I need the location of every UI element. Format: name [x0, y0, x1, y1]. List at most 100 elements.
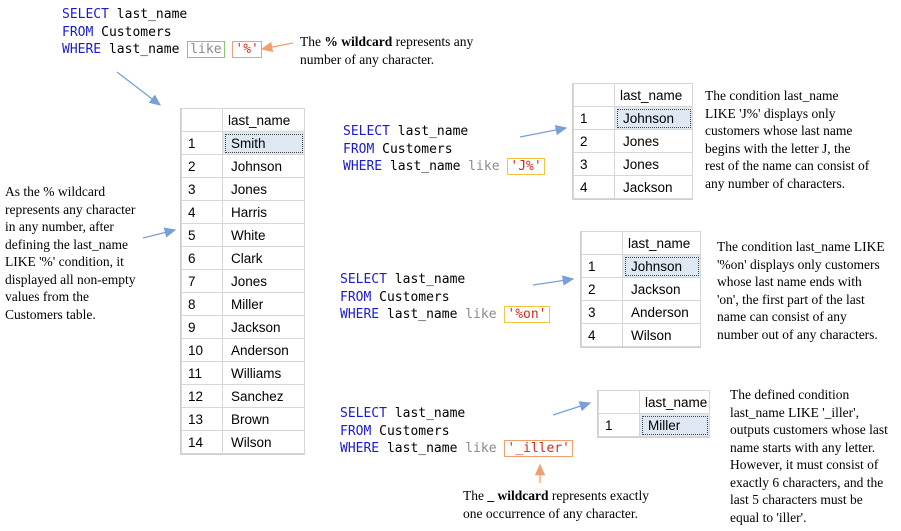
kw-from: FROM	[340, 289, 372, 305]
note-underscore-wildcard: The _ wildcard represents exactly one oc…	[463, 487, 649, 522]
kw-from: FROM	[340, 423, 372, 439]
note-line: exactly 6 characters, and the	[730, 474, 884, 490]
note-line: The condition last_name LIKE	[717, 239, 885, 254]
arrow-q2-to-grid	[519, 124, 568, 138]
cell-last-name[interactable]: Johnson	[622, 254, 701, 278]
column-header-last-name: last_name	[622, 231, 701, 255]
cell-last-name[interactable]: Johnson	[614, 106, 693, 130]
kw-select: SELECT	[340, 406, 387, 421]
kw-from: FROM	[62, 24, 94, 40]
cell-last-name[interactable]: Jones	[614, 129, 693, 153]
cell-last-name[interactable]: Jones	[222, 269, 305, 293]
row-number: 13	[181, 407, 223, 431]
cell-last-name[interactable]: Anderson	[222, 338, 305, 362]
kw-select: SELECT	[62, 7, 109, 22]
note-text: The	[300, 34, 325, 49]
cell-last-name[interactable]: Jackson	[222, 315, 305, 339]
cell-last-name[interactable]: Jackson	[614, 175, 693, 199]
note-line: Customers table.	[5, 306, 96, 322]
note-line: As the % wildcard	[5, 184, 106, 199]
row-number: 11	[181, 361, 223, 385]
cell-last-name[interactable]: Wilson	[622, 323, 701, 347]
row-number: 12	[181, 384, 223, 408]
col-name: last_name	[108, 7, 188, 22]
kw-where: WHERE	[340, 441, 380, 456]
kw-where: WHERE	[340, 307, 380, 322]
pattern-percent: '%'	[232, 41, 262, 58]
cell-last-name[interactable]: Miller	[639, 413, 710, 437]
query-like-all: SELECT last_name FROM Customers WHERE la…	[62, 6, 262, 59]
cell-last-name[interactable]: Wilson	[222, 430, 305, 454]
row-number: 14	[181, 430, 223, 454]
cell-last-name[interactable]: Jones	[222, 177, 305, 201]
cell-last-name[interactable]: Jackson	[622, 277, 701, 301]
cell-last-name[interactable]: Sanchez	[222, 384, 305, 408]
col-name: last_name	[389, 124, 469, 139]
cell-last-name[interactable]: Johnson	[222, 154, 305, 178]
row-number: 4	[581, 323, 623, 347]
note-line: LIKE '%' condition, it	[5, 254, 124, 269]
arrow-note-to-grid	[142, 227, 177, 239]
cell-last-name[interactable]: Jones	[614, 152, 693, 176]
note-line: number out of any characters.	[717, 326, 878, 342]
note-line: any number of characters.	[705, 175, 846, 191]
cell-last-name[interactable]: Anderson	[622, 300, 701, 324]
table-name: Customers	[371, 289, 450, 305]
note-line: LIKE 'J%' displays only	[705, 105, 836, 121]
query-like-j: SELECT last_name FROM Customers WHERE la…	[343, 123, 545, 176]
arrow-q3-to-grid	[532, 275, 575, 286]
note-line: whose last name ends with	[717, 274, 862, 289]
note-iller-explanation: The defined condition last_name LIKE '_i…	[730, 386, 888, 526]
cell-last-name[interactable]: Williams	[222, 361, 305, 385]
row-number: 1	[598, 413, 640, 437]
note-left-explanation: As the % wildcard represents any charact…	[5, 183, 135, 323]
cell-last-name[interactable]: Clark	[222, 246, 305, 270]
grid-corner	[573, 83, 615, 107]
row-number: 1	[581, 254, 623, 278]
grid-corner	[598, 390, 640, 414]
note-j-explanation: The condition last_name LIKE 'J%' displa…	[705, 87, 869, 192]
column-header-last-name: last_name	[614, 83, 693, 107]
row-number: 8	[181, 292, 223, 316]
arrow-pct-note	[260, 41, 294, 53]
note-line: 'on', the first part of the last	[717, 291, 865, 307]
cell-last-name[interactable]: Miller	[222, 292, 305, 316]
cell-last-name[interactable]: Smith	[222, 131, 305, 155]
like-operator: like	[468, 159, 500, 174]
note-text: number of any character.	[300, 51, 435, 67]
query-like-on: SELECT last_name FROM Customers WHERE la…	[340, 271, 550, 324]
note-line: last_name LIKE '_iller',	[730, 404, 859, 420]
query-like-iller: SELECT last_name FROM Customers WHERE la…	[340, 405, 573, 458]
note-line: represents any character	[5, 201, 136, 217]
note-text: The	[463, 488, 488, 503]
cell-last-name[interactable]: White	[222, 223, 305, 247]
cell-last-name[interactable]: Brown	[222, 407, 305, 431]
note-bold: % wildcard	[324, 34, 393, 49]
note-line: name can consist of any	[717, 309, 847, 324]
cell-last-name[interactable]: Harris	[222, 200, 305, 224]
grid-corner	[581, 231, 623, 255]
pattern-percent-on: '%on'	[504, 306, 550, 323]
row-number: 3	[181, 177, 223, 201]
row-number: 5	[181, 223, 223, 247]
grid-corner	[181, 108, 223, 132]
